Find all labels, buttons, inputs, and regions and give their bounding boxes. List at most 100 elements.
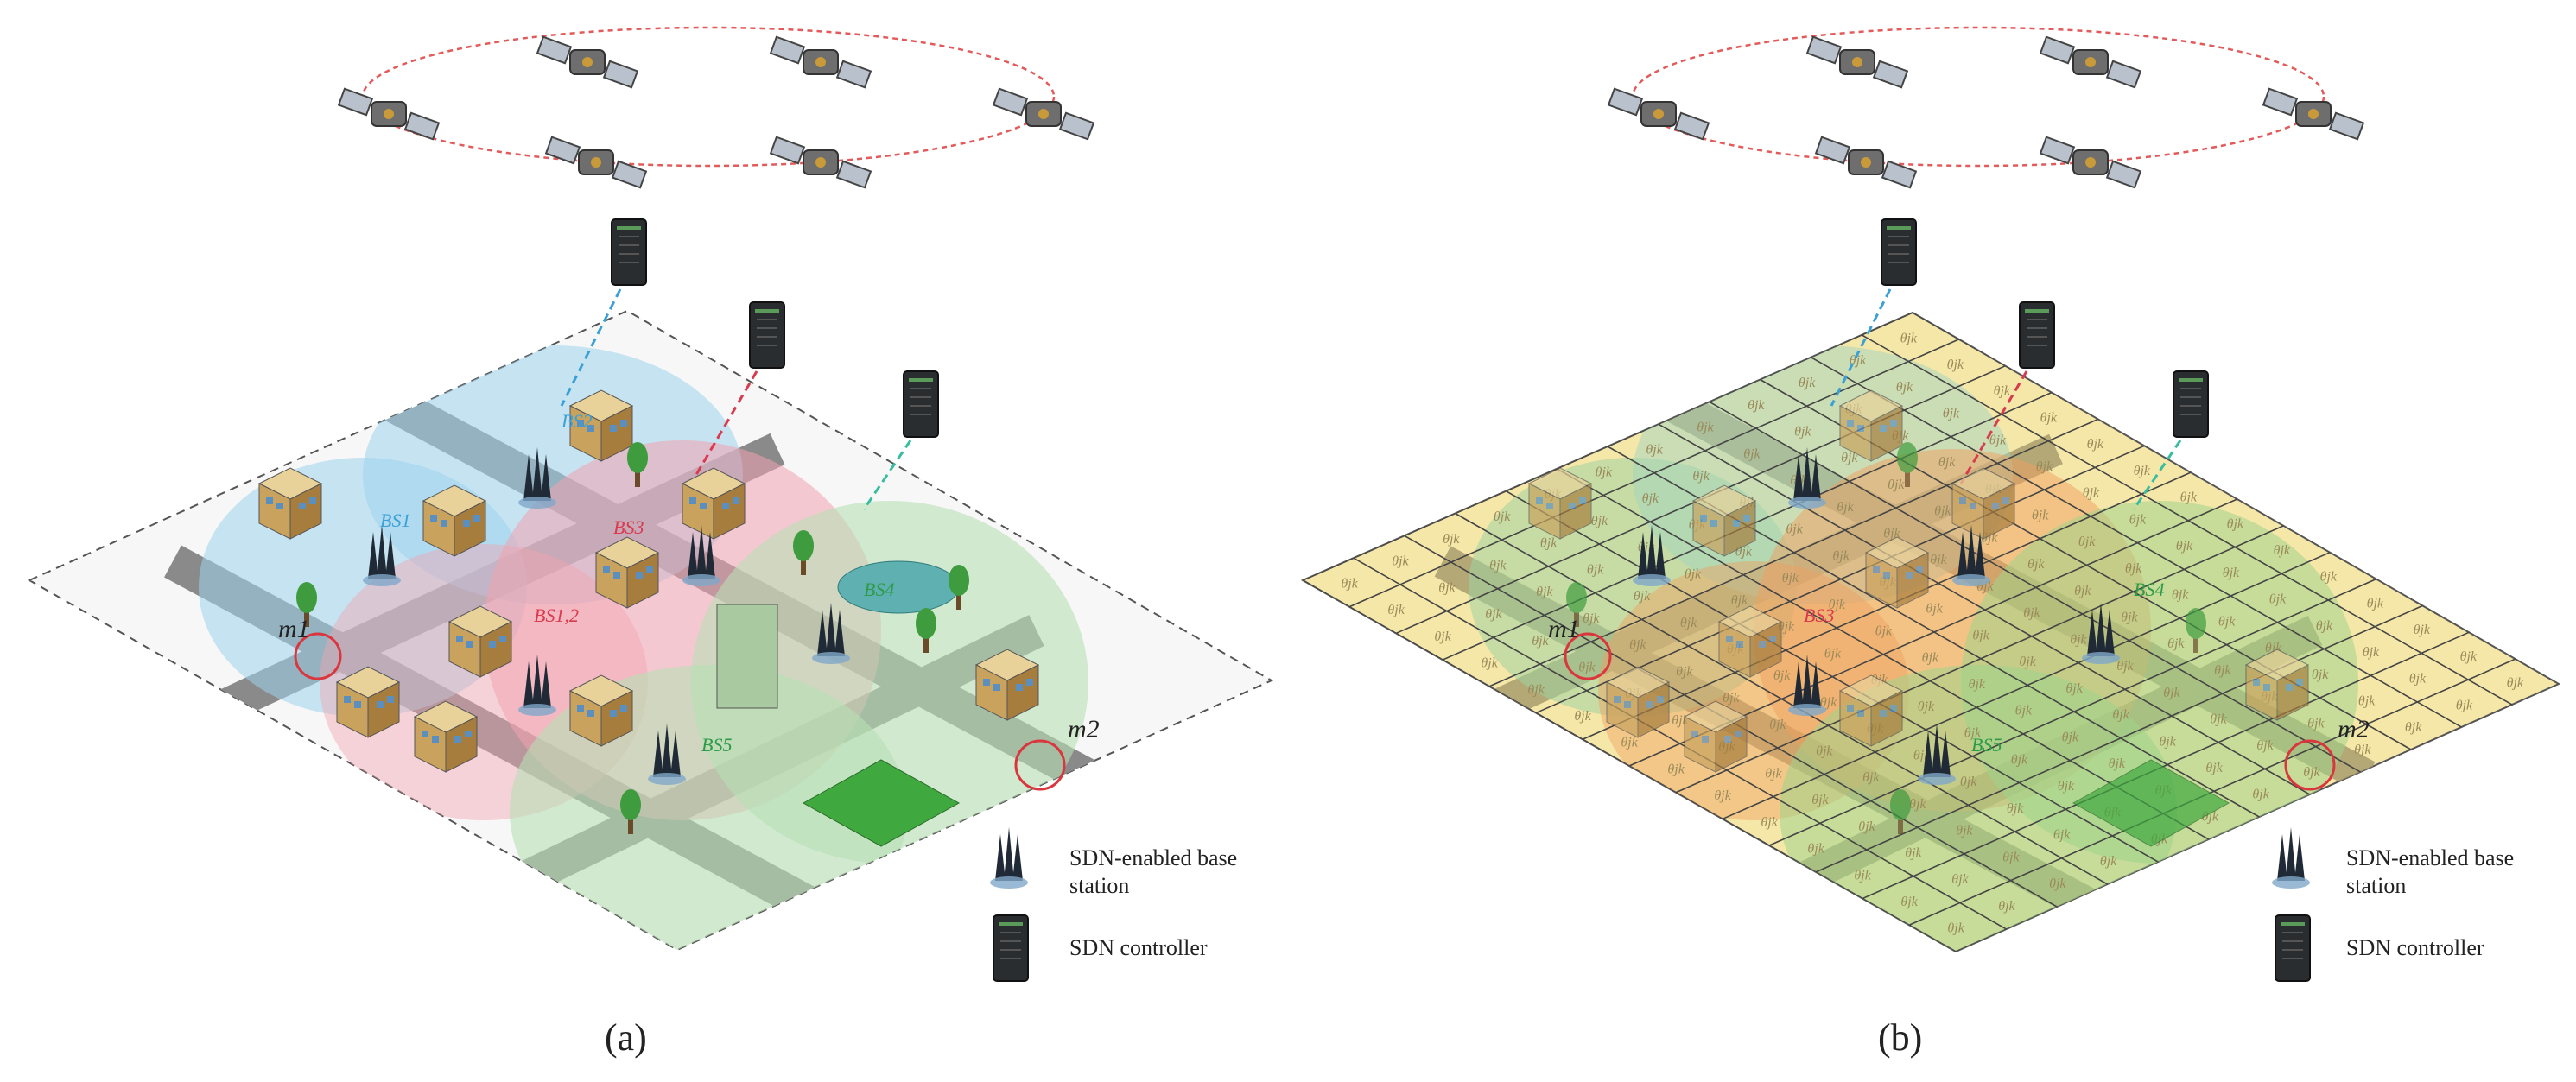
building-icon	[1839, 674, 1903, 747]
building-icon	[1692, 484, 1756, 557]
legend-controller-label: SDN controller	[2346, 935, 2484, 960]
grid-cell-label: θjk	[2019, 655, 2036, 669]
grid-cell-label: θjk	[1960, 775, 1977, 789]
bs-label: BS4	[864, 579, 894, 600]
bs-label: BS3	[1804, 604, 1834, 626]
grid-cell-label: θjk	[2358, 694, 2376, 709]
grid-cell-label: θjk	[1951, 872, 1969, 887]
grid-cell-label: θjk	[2036, 459, 2053, 474]
legend-base-station-label-line2: station	[2346, 873, 2406, 898]
grid-cell-label: θjk	[1862, 770, 1880, 785]
grid-cell-label: θjk	[1943, 407, 1960, 421]
grid-cell-label: θjk	[1587, 562, 1604, 577]
grid-line	[1815, 604, 2427, 873]
bs-label: BS3	[613, 516, 644, 538]
grid-cell-label: θjk	[2320, 570, 2338, 585]
building-icon	[1718, 605, 1782, 678]
legend-base-station-label-line1: SDN-enabled base	[1069, 845, 1237, 870]
grid-cell-label: θjk	[2002, 850, 2020, 864]
grid-cell-label: θjk	[1875, 624, 1893, 639]
grid-cell-label: θjk	[1854, 868, 1871, 883]
bs-label: BS4	[2134, 579, 2164, 600]
grid-cell-label: θjk	[1994, 384, 2011, 399]
grid-cell-label: θjk	[2074, 584, 2091, 598]
grid-cell-label: θjk	[2087, 437, 2104, 452]
grid-cell-label: θjk	[1540, 536, 1558, 551]
park-fountain-icon	[837, 560, 960, 614]
grid-cell-label: θjk	[1799, 376, 1816, 390]
grid-cell-label: θjk	[1621, 736, 1638, 750]
grid-cell-label: θjk	[1692, 469, 1710, 484]
grid-cell-label: θjk	[2354, 743, 2371, 757]
bs-label: BS1	[380, 509, 410, 531]
grid-cell-label: θjk	[2507, 676, 2524, 691]
grid-cell-label: θjk	[1591, 514, 1608, 528]
grid-cell-label: θjk	[1947, 921, 1964, 936]
panel-caption: (a)	[605, 1016, 647, 1059]
grid-cell-label: θjk	[2312, 668, 2329, 682]
grid-cell-label: θjk	[1816, 743, 1833, 758]
grid-cell-label: θjk	[2083, 486, 2100, 501]
grid-cell-label: θjk	[1820, 695, 1837, 710]
grid-cell-label: θjk	[2078, 535, 2096, 549]
grid-cell-label: θjk	[1824, 646, 1842, 661]
grid-cell-label: θjk	[1964, 726, 1982, 741]
sdn-controller-icon	[749, 301, 785, 369]
grid-cell-label: θjk	[2363, 645, 2380, 660]
grid-cell-label: θjk	[2032, 509, 2049, 523]
grid-cell-label: θjk	[2058, 779, 2075, 794]
satellite-icon	[545, 136, 647, 189]
building-icon	[569, 674, 633, 747]
grid-cell-label: θjk	[2303, 765, 2320, 780]
grid-cell-label: θjk	[2125, 561, 2142, 576]
legend-base-station-icon	[2272, 827, 2310, 889]
grid-cell-label: θjk	[1778, 620, 1795, 635]
grid-cell-label: θjk	[2307, 716, 2325, 731]
legend-controller-label: SDN controller	[1069, 935, 1208, 960]
marker-label: m2	[2338, 715, 2370, 743]
satellite-icon	[1806, 35, 1908, 89]
grid-cell-label: θjk	[1807, 842, 1824, 857]
grid-line	[1722, 550, 2333, 820]
grid-cell-label: θjk	[1782, 571, 1799, 585]
grid-cell-label: θjk	[1773, 668, 1791, 683]
grid-cell-label: θjk	[2172, 588, 2189, 603]
grid-cell-label: θjk	[2015, 704, 2033, 718]
grid-cell-label: θjk	[1900, 331, 1918, 345]
grid-cell-label: θjk	[1909, 797, 1926, 812]
building-icon	[1528, 467, 1592, 540]
grid-cell-label: θjk	[1680, 616, 1697, 630]
sdn-controller-icon	[611, 218, 647, 286]
grid-cell-label: θjk	[1896, 380, 1913, 395]
grid-line	[1675, 523, 2287, 794]
sdn-controller-icon	[1881, 218, 1917, 286]
grid-cell-label: θjk	[2121, 610, 2138, 624]
grid-cell-label: θjk	[2269, 592, 2287, 607]
grid-cell-label: θjk	[1629, 638, 1646, 653]
grid-line	[1908, 656, 2520, 927]
building-icon	[414, 700, 478, 773]
grid-cell-label: θjk	[1748, 398, 1765, 413]
grid-cell-label: θjk	[2227, 516, 2244, 531]
controller-link	[560, 288, 622, 407]
grid-cell-label: θjk	[1485, 607, 1502, 622]
sdn-controller-icon	[903, 370, 939, 438]
grid-cell-label: θjk	[1646, 442, 1663, 457]
satellite-icon	[1608, 87, 1710, 141]
grid-cell-label: θjk	[1443, 532, 1460, 547]
grid-cell-label: θjk	[1667, 762, 1685, 776]
mobile-marker-circle	[294, 632, 342, 680]
grid-cell-label: θjk	[1811, 793, 1829, 807]
grid-cell-label: θjk	[1769, 718, 1786, 732]
satellite-icon	[770, 35, 872, 89]
grid-cell-label: θjk	[2163, 686, 2180, 700]
grid-cell-label: θjk	[1922, 650, 1939, 665]
mobile-marker-circle	[1564, 632, 1612, 680]
satellite-icon	[536, 35, 638, 89]
grid-cell-label: θjk	[1731, 593, 1748, 608]
grid-cell-label: θjk	[1989, 433, 2007, 447]
grid-line	[1582, 471, 2193, 741]
legend-base-station-label-line2: station	[1069, 873, 1129, 898]
grid-cell-label: θjk	[2180, 490, 2198, 505]
